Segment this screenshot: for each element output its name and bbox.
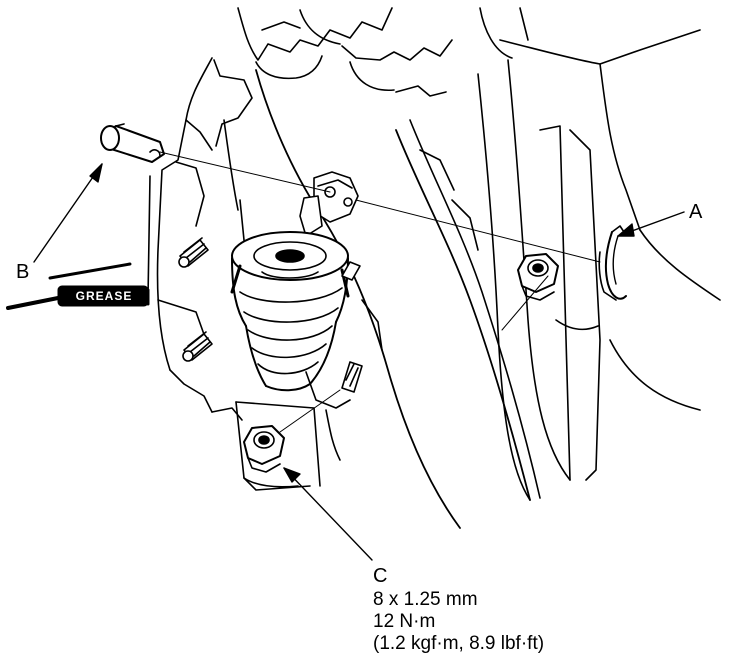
callout-label-c: C: [373, 565, 388, 587]
assembly-guide-lines: [159, 151, 601, 433]
stud-right: [341, 361, 363, 393]
stud-upper-left: [178, 237, 209, 268]
spec-torque-nm: 12 N·m: [373, 611, 436, 632]
transmission-housing: [147, 7, 721, 529]
arrow-c: [283, 467, 373, 561]
stud-top-right: [341, 261, 361, 281]
callout-label-a: A: [689, 201, 703, 223]
rubber-mount-boot: [230, 231, 350, 392]
spec-size: 8 x 1.25 mm: [373, 589, 478, 610]
cable-end-bracket: [299, 171, 359, 255]
mounting-studs: [178, 237, 363, 393]
clip-a: [598, 225, 627, 301]
callout-label-b: B: [16, 261, 30, 283]
clevis-pin-b: [100, 123, 165, 163]
arrow-b: [33, 163, 103, 263]
nut-upper: [517, 253, 559, 301]
callout-arrows: [33, 163, 685, 561]
grease-label: GREASE: [75, 289, 133, 303]
nut-c: [243, 425, 285, 473]
grease-indicator: [6, 262, 150, 310]
arrow-a: [617, 211, 685, 237]
spec-torque-alt: (1.2 kgf·m, 8.9 lbf·ft): [373, 633, 545, 654]
stud-lower-left: [182, 331, 213, 362]
torque-spec: 8 x 1.25 mm 12 N·m (1.2 kgf·m, 8.9 lbf·f…: [373, 589, 544, 655]
